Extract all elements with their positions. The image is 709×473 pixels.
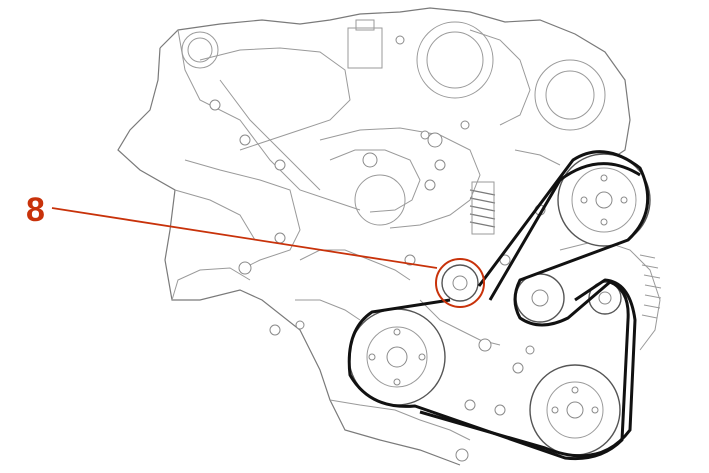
callout-highlight-circle xyxy=(435,258,485,308)
accessory-belt-lower xyxy=(419,278,637,458)
callout-8 xyxy=(51,207,485,308)
accessory-belt-inner xyxy=(488,162,641,301)
callout-number-label: 8 xyxy=(26,191,45,229)
drive-belt xyxy=(347,150,650,461)
pulleys xyxy=(348,153,651,456)
callout-leader-line xyxy=(51,207,438,269)
bolts xyxy=(209,35,546,462)
